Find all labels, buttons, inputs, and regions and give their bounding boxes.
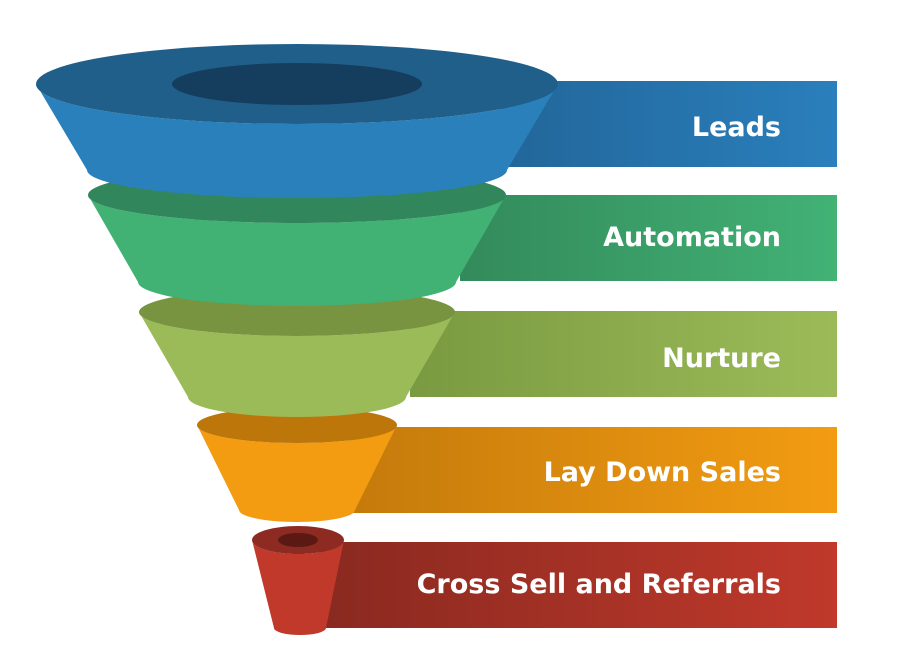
stage-label: Nurture — [662, 343, 781, 374]
stage-band-automation: Automation — [460, 195, 837, 281]
band-rect — [500, 81, 837, 167]
stage-band-lay-down-sales: Lay Down Sales — [350, 427, 837, 513]
funnel-cones — [36, 44, 558, 635]
band-rect — [460, 195, 837, 281]
funnel-cone-leads — [36, 44, 558, 198]
cone-top — [197, 407, 397, 443]
stage-band-nurture: Nurture — [410, 311, 837, 397]
funnel-cone-cross-sell-and-referrals — [252, 526, 344, 635]
cone-side — [252, 540, 344, 635]
band-rect — [350, 427, 837, 513]
cone-opening — [278, 533, 318, 547]
cone-side — [88, 195, 506, 306]
stage-band-cross-sell-and-referrals: Cross Sell and Referrals — [320, 542, 837, 628]
cone-opening — [172, 63, 422, 105]
stage-label: Automation — [603, 222, 781, 253]
stage-label: Lay Down Sales — [544, 457, 781, 488]
band-rect — [320, 542, 837, 628]
stage-label: Cross Sell and Referrals — [417, 569, 781, 600]
cone-side — [197, 425, 397, 522]
stage-label: Leads — [692, 112, 781, 143]
funnel-cone-lay-down-sales — [197, 407, 397, 522]
funnel-cone-nurture — [139, 288, 455, 417]
cone-side — [139, 312, 455, 417]
cone-side — [36, 84, 558, 198]
stage-band-leads: Leads — [500, 81, 837, 167]
band-rect — [410, 311, 837, 397]
